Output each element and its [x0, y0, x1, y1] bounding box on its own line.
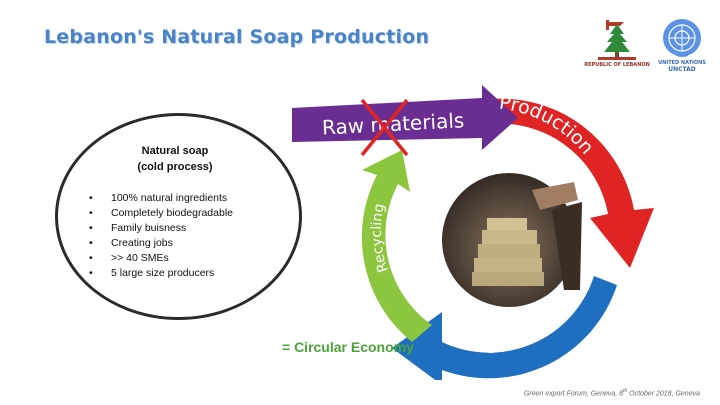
soap-bars-photo — [442, 173, 582, 307]
cross-icon — [360, 98, 409, 157]
recycling-arrow — [361, 150, 432, 342]
bullet-item: Creating jobs — [89, 236, 233, 251]
bullet-item: 100% natural ingredients — [89, 191, 233, 206]
bullet-item: Completely biodegradable — [89, 206, 233, 221]
bullet-item: 5 large size producers — [89, 266, 233, 281]
natural-soap-oval — [55, 113, 302, 320]
use-label: Use — [483, 329, 522, 358]
un-emblem-icon — [663, 19, 701, 57]
production-arrow — [482, 98, 654, 268]
use-arrow — [392, 276, 617, 380]
circular-economy-text: = Circular Economy — [282, 339, 414, 355]
footer-superscript: th — [623, 388, 628, 394]
oval-heading-line1: Natural soap — [141, 145, 209, 157]
republic-of-lebanon-logo: REPUBLIC OF LEBANON — [580, 16, 654, 74]
footer-caption: Green export Forum, Geneva, 8th October … — [524, 388, 700, 397]
raw-materials-arrow — [292, 85, 518, 150]
circular-economy-cycle: Raw materials Production Use Recycling — [292, 85, 654, 380]
cedar-logo-icon — [598, 20, 636, 60]
bullet-item: Family buisness — [89, 221, 233, 236]
slide-title: Lebanon's Natural Soap Production — [44, 26, 430, 48]
bullet-item: >> 40 SMEs — [89, 251, 233, 266]
un-caption: UNITED NATIONS — [658, 60, 706, 66]
un-logo: UNITED NATIONS UNCTAD — [654, 16, 710, 74]
footer-text-after: October 2018, Geneva — [627, 390, 700, 398]
oval-heading-line2: (cold process) — [137, 161, 213, 173]
production-label: Production — [498, 92, 598, 159]
oval-heading: Natural soap (cold process) — [80, 143, 270, 175]
republic-caption: REPUBLIC OF LEBANON — [584, 62, 650, 68]
footer-text-before: Green export Forum, Geneva, 8 — [523, 390, 624, 398]
unctad-caption: UNCTAD — [668, 66, 696, 73]
soap-bullet-list: 100% natural ingredients Completely biod… — [89, 191, 233, 281]
